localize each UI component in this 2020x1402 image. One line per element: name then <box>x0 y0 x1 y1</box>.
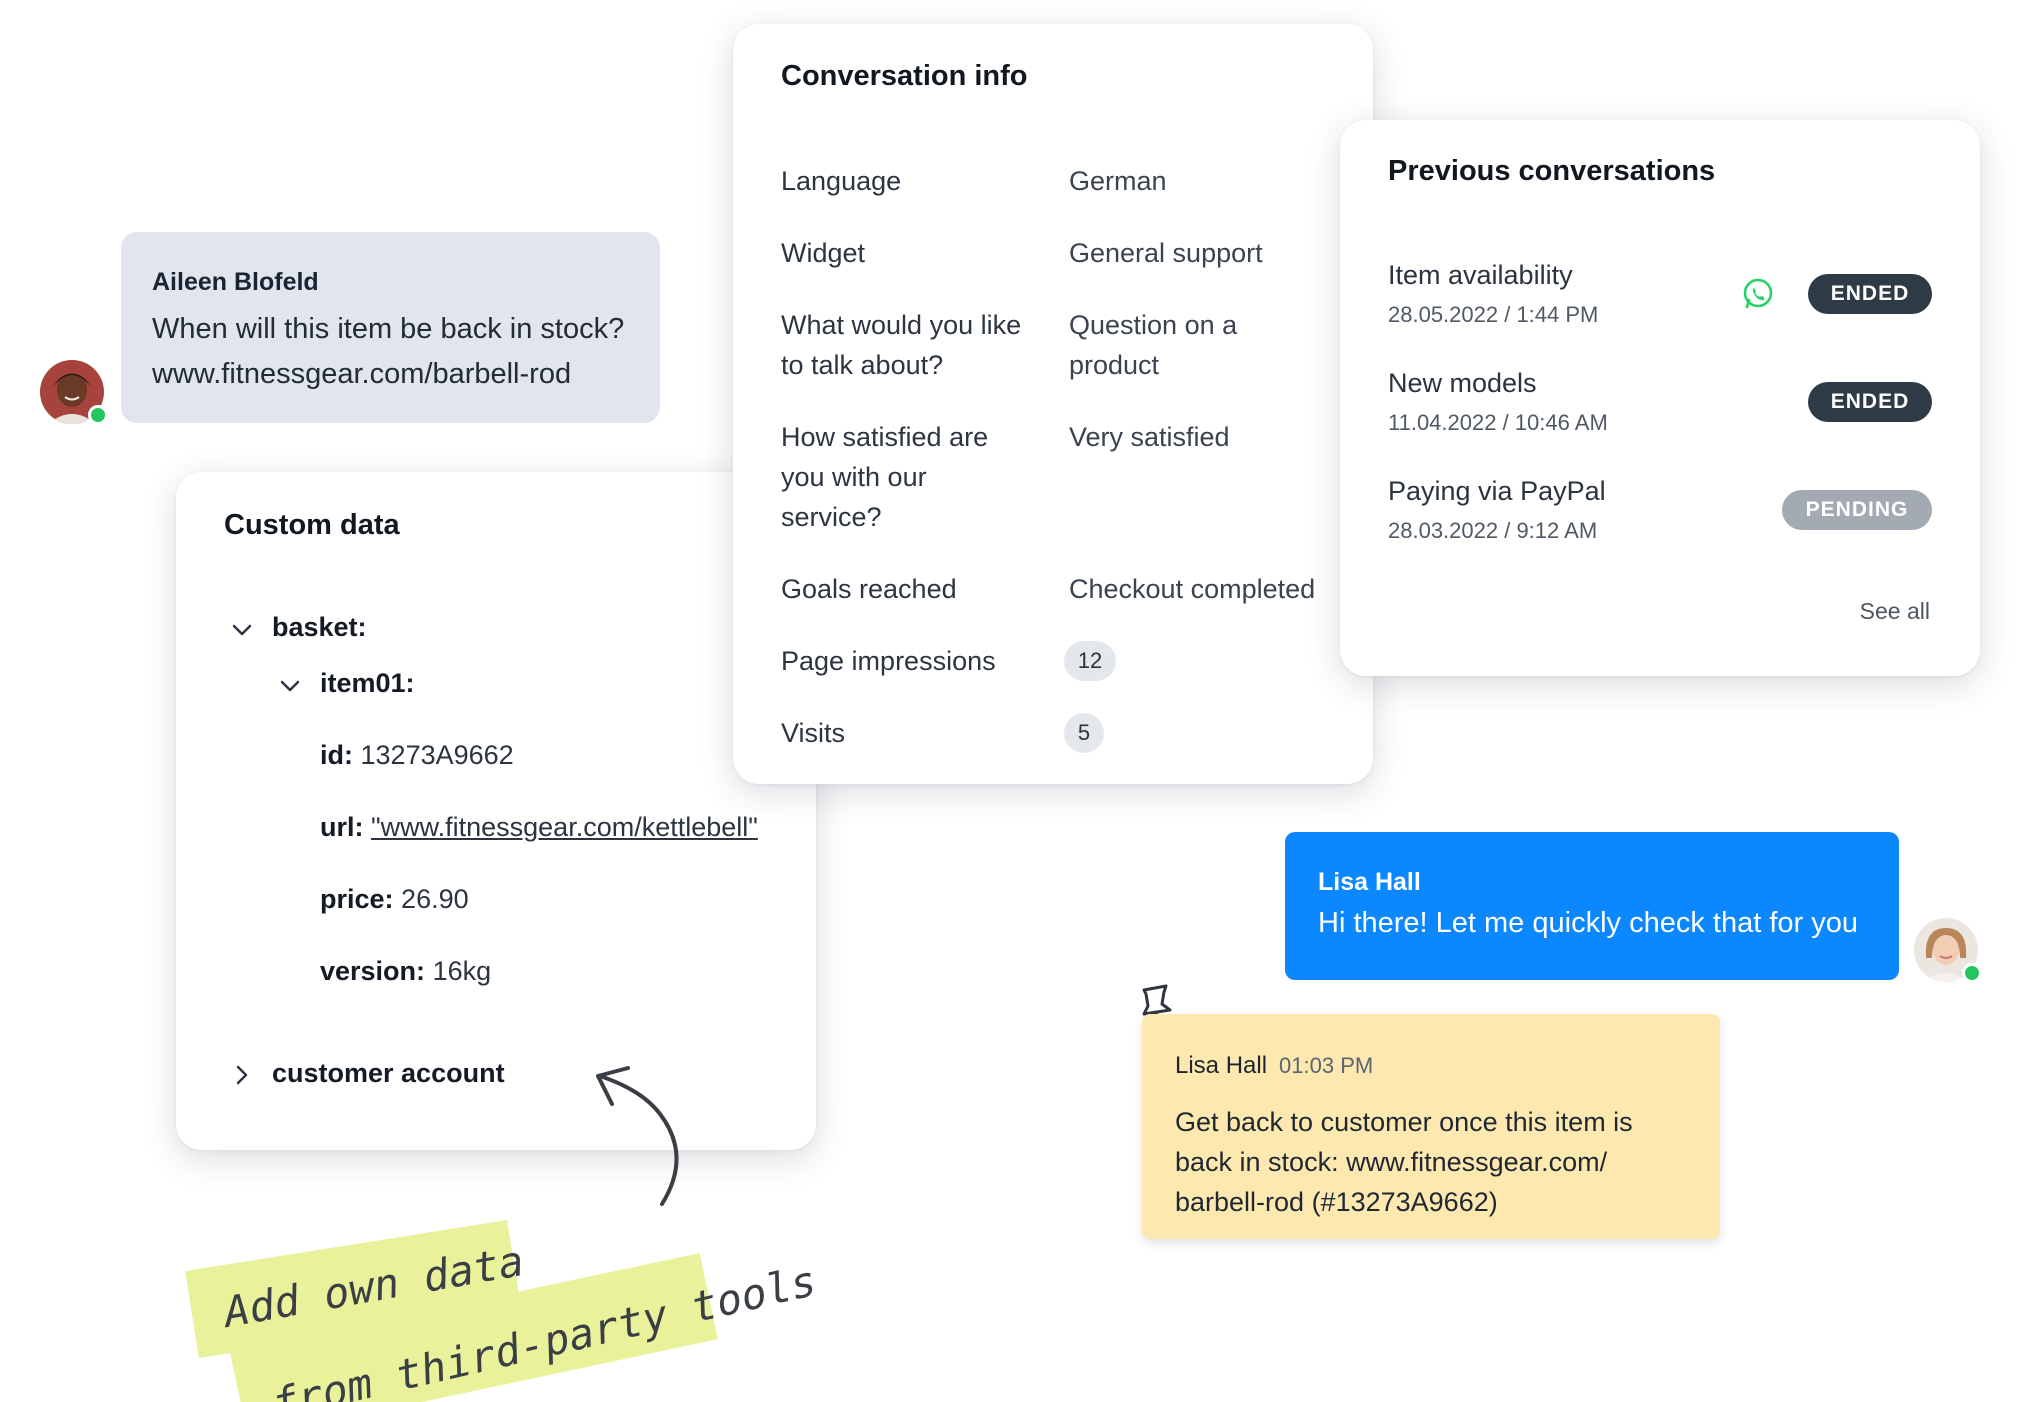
online-status-indicator <box>1962 963 1982 983</box>
conversation-item-title[interactable]: Item availability <box>1388 260 1573 290</box>
status-badge: ENDED <box>1808 274 1932 314</box>
customer-avatar[interactable] <box>40 360 108 425</box>
note-header: Lisa Hall 01:03 PM <box>1175 1052 1687 1080</box>
chevron-right-icon[interactable] <box>228 1061 256 1089</box>
conversation-item-date: 28.03.2022 / 9:12 AM <box>1388 518 1598 543</box>
satisfaction-value: Very satisfied <box>1069 422 1230 452</box>
id-field: id: 13273A9662 <box>320 740 514 770</box>
see-all-link[interactable]: See all <box>1859 598 1930 624</box>
url-field: url: "www.fitnessgear.com/kettlebell" <box>320 812 758 842</box>
internal-note: Lisa Hall 01:03 PM Get back to customer o… <box>1142 1014 1720 1239</box>
satisfaction-label: How satisfied are you with our service? <box>781 422 989 532</box>
visits-count: 5 <box>1064 713 1104 753</box>
language-label: Language <box>781 166 902 196</box>
agent-name: Lisa Hall <box>1318 868 1421 896</box>
chevron-down-icon[interactable] <box>228 616 256 644</box>
agent-avatar[interactable] <box>1914 918 1982 983</box>
conversation-item-date: 11.04.2022 / 10:46 AM <box>1388 410 1608 435</box>
topic-value: Question on a product <box>1069 310 1238 380</box>
status-badge: ENDED <box>1808 382 1932 422</box>
visits-label: Visits <box>781 718 846 748</box>
arrow-icon <box>596 1066 679 1206</box>
customer-message-link: www.fitnessgear.com/barbell-rod <box>152 358 572 390</box>
conversation-item-title[interactable]: New models <box>1388 368 1537 398</box>
conversation-info-title: Conversation info <box>781 60 1028 92</box>
conversation-item-title[interactable]: Paying via PayPal <box>1388 476 1606 506</box>
goals-label: Goals reached <box>781 574 957 604</box>
basket-node[interactable]: basket: <box>272 612 367 642</box>
note-body: Get back to customer once this item is b… <box>1175 1107 1633 1217</box>
page-impressions-label: Page impressions <box>781 646 996 676</box>
page-impressions-count: 12 <box>1064 641 1116 681</box>
previous-conversations-card: Previous conversations Item availability… <box>1340 120 1980 676</box>
kettlebell-link[interactable]: "www.fitnessgear.com/kettlebell" <box>371 812 758 842</box>
topic-label: What would you like to talk about? <box>781 310 1022 380</box>
price-field: price: 26.90 <box>320 884 469 914</box>
custom-data-title: Custom data <box>224 509 400 541</box>
customer-message-text: When will this item be back in stock? <box>152 313 625 345</box>
note-author: Lisa Hall <box>1175 1052 1268 1079</box>
agent-message-text: Hi there! Let me quickly check that for … <box>1318 907 1858 939</box>
custom-data-card: Custom data basket: item01: id: 13273A96… <box>176 472 816 1150</box>
widget-label: Widget <box>781 238 866 268</box>
whatsapp-icon <box>1743 278 1773 309</box>
chevron-down-icon[interactable] <box>276 672 304 700</box>
goals-value: Checkout completed <box>1069 574 1316 604</box>
customer-name: Aileen Blofeld <box>152 268 319 296</box>
customer-message-bubble: Aileen Blofeld When will this item be ba… <box>121 232 660 423</box>
agent-message-bubble: Lisa Hall Hi there! Let me quickly check… <box>1285 832 1899 980</box>
previous-conversations-title: Previous conversations <box>1388 155 1716 187</box>
item01-node[interactable]: item01: <box>320 668 415 698</box>
note-time: 01:03 PM <box>1279 1053 1374 1078</box>
widget-value: General support <box>1069 238 1263 268</box>
conversation-item-date: 28.05.2022 / 1:44 PM <box>1388 302 1599 327</box>
status-badge: PENDING <box>1782 490 1932 530</box>
customer-account-node[interactable]: customer account <box>272 1058 505 1088</box>
version-field: version: 16kg <box>320 956 492 986</box>
online-status-indicator <box>88 405 108 425</box>
language-value: German <box>1069 166 1167 196</box>
conversation-info-card: Conversation info Language German Widget… <box>733 24 1373 784</box>
